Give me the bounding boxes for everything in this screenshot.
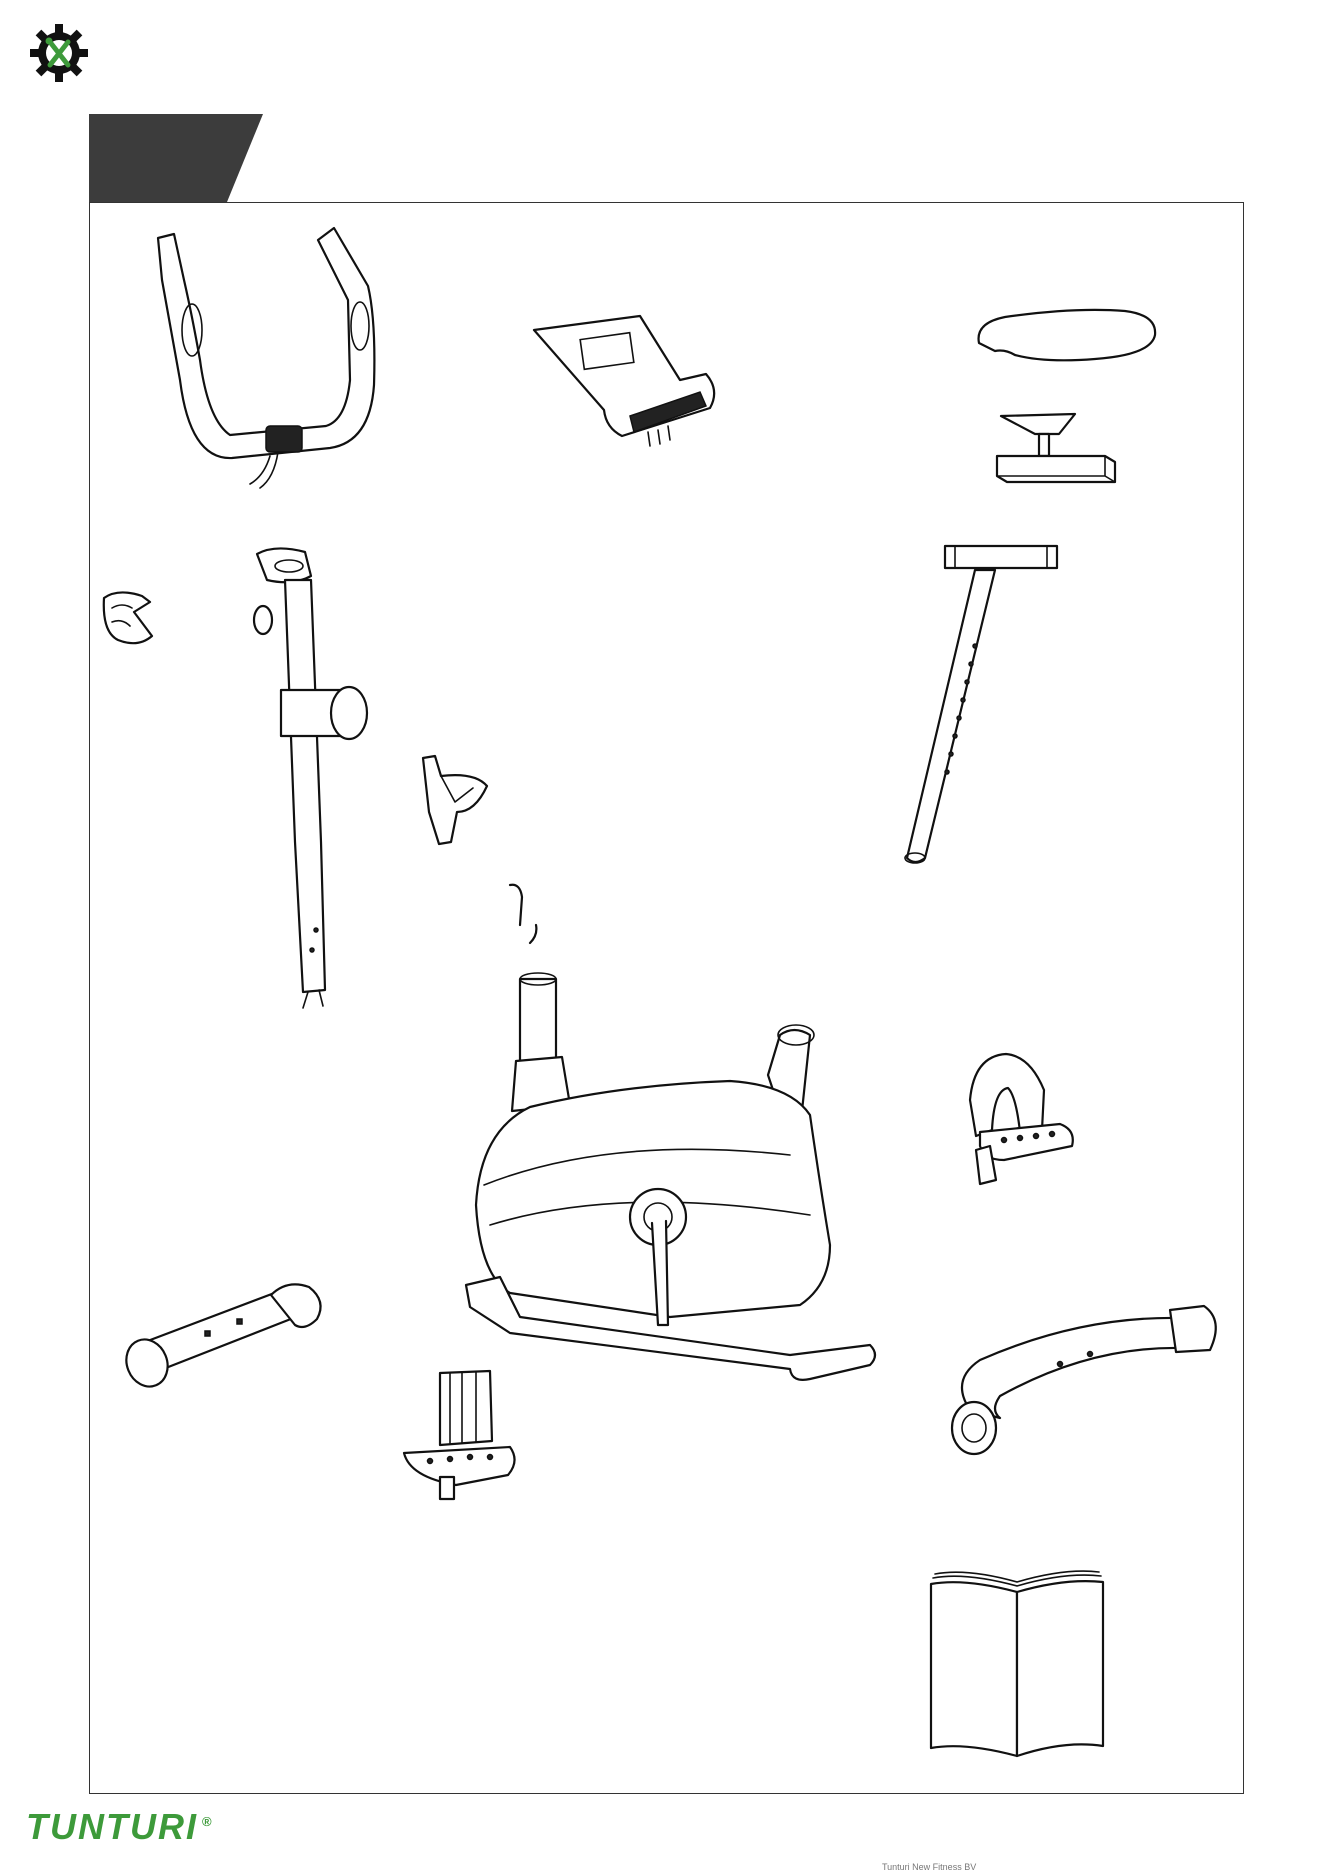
console-icon: [530, 310, 720, 450]
handlebar-icon: [150, 220, 420, 500]
registered-mark: ®: [202, 1814, 214, 1829]
section-tab: [89, 114, 263, 202]
footer-note: Tunturi New Fitness BV: [882, 1862, 976, 1872]
seat-slider-icon: [995, 410, 1120, 490]
brand-name: TUNTURI: [26, 1806, 198, 1847]
bike-frame-icon: [470, 885, 890, 1405]
cover-icon: [98, 588, 160, 648]
gear-wrench-screwdriver-icon: [28, 22, 90, 84]
stabilizer-icon: [940, 1300, 1230, 1460]
stabilizer-icon: [125, 1275, 325, 1395]
bottle-holder-icon: [415, 752, 495, 848]
seat-post-icon: [895, 540, 1065, 870]
handlebar-post-icon: [245, 530, 375, 1015]
pedal-icon: [400, 1365, 520, 1505]
saddle-icon: [975, 305, 1160, 365]
brand-logo: TUNTURI ®: [26, 1806, 214, 1848]
pedal-icon: [960, 1050, 1080, 1200]
manual-book-icon: [925, 1570, 1110, 1760]
